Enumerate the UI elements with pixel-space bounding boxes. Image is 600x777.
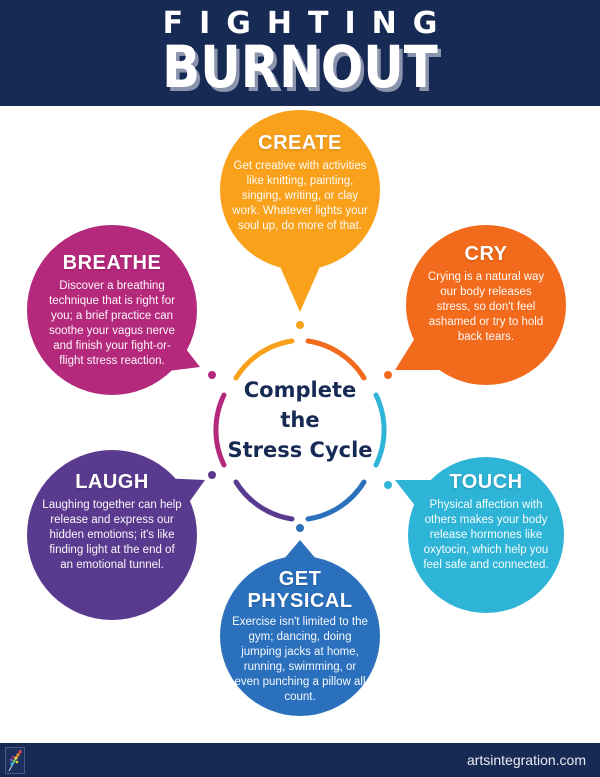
touch-bubble: TOUCH Physical affection with others mak… [418, 471, 554, 573]
touch-bubble-shape [395, 457, 564, 613]
create-title: CREATE [258, 132, 342, 154]
website-url: artsintegration.com [466, 752, 586, 768]
laugh-bubble-shape [27, 450, 205, 620]
cry-dot [384, 371, 392, 379]
laugh-title: LAUGH [75, 471, 149, 493]
center-line-1: Complete [243, 378, 357, 402]
get-physical-title-2: PHYSICAL [247, 590, 353, 612]
create-body: Get creative with activities like knitti… [232, 160, 368, 232]
laugh-bubble: LAUGH Laughing together can help release… [42, 471, 182, 573]
breathe-dot [208, 371, 216, 379]
center-title: Complete the Stress Cycle [218, 375, 382, 465]
center-line-2: the [280, 408, 320, 432]
cry-body: Crying is a natural way our body release… [427, 271, 545, 343]
create-bubble: CREATE Get creative with activities like… [228, 132, 372, 234]
footer-bar: artsintegration.com [0, 743, 600, 777]
touch-body: Physical affection with others makes you… [423, 499, 549, 571]
get-physical-title-1: GET [278, 568, 322, 590]
breathe-bubble: BREATHE Discover a breathing technique t… [42, 252, 182, 369]
breathe-title: BREATHE [62, 252, 162, 274]
paintbrush-logo-icon [5, 747, 25, 774]
breathe-bubble-shape [27, 225, 200, 395]
cry-bubble: CRY Crying is a natural way our body rel… [424, 243, 548, 345]
touch-title: TOUCH [449, 471, 523, 493]
header-banner: FIGHTING BURNOUT [0, 0, 600, 106]
get-physical-dot [296, 524, 304, 532]
touch-dot [384, 481, 392, 489]
header-title: BURNOUT [162, 33, 438, 101]
center-line-3: Stress Cycle [227, 438, 373, 462]
header-subtitle: FIGHTING [162, 6, 454, 41]
create-dot [296, 321, 304, 329]
laugh-body: Laughing together can help release and e… [42, 499, 182, 571]
breathe-body: Discover a breathing technique that is r… [49, 280, 175, 367]
get-physical-bubble: GET PHYSICAL Exercise isn't limited to t… [230, 568, 370, 705]
cry-title: CRY [464, 243, 508, 265]
cry-bubble-shape [395, 225, 566, 385]
get-physical-body: Exercise isn't limited to the gym; danci… [232, 616, 368, 703]
get-physical-bubble-shape [220, 540, 380, 716]
create-bubble-shape [220, 110, 380, 312]
laugh-dot [208, 471, 216, 479]
cycle-ring [213, 338, 387, 522]
